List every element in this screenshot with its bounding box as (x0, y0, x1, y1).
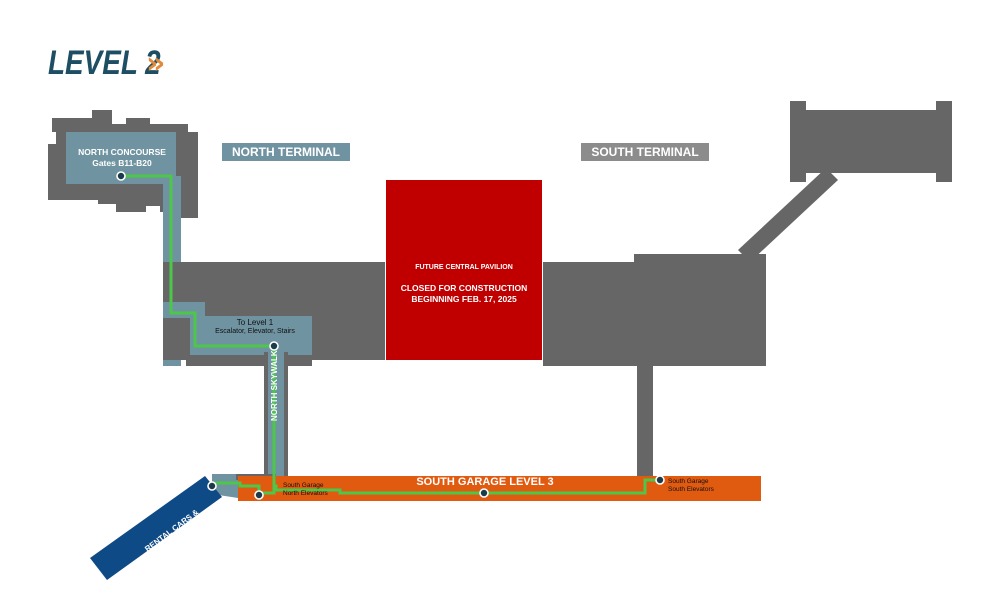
pavilion-status: CLOSED FOR CONSTRUCTION BEGINNING FEB. 1… (388, 283, 540, 305)
route-line (121, 174, 276, 495)
north-skywalk-label: NORTH SKYWALK (270, 350, 282, 421)
central-pavilion (386, 180, 542, 360)
north-skywalk-inner (268, 352, 284, 476)
route-stop-icon[interactable] (254, 490, 264, 500)
route-stop-icon[interactable] (269, 341, 279, 351)
north-terminal-tag: NORTH TERMINAL (222, 143, 350, 161)
south-garage-label: SOUTH GARAGE LEVEL 3 (416, 476, 554, 488)
south-terminal-tag: SOUTH TERMINAL (581, 143, 709, 161)
route-line-garage (274, 478, 660, 495)
route-stop-icon[interactable] (479, 488, 489, 498)
pavilion-name: FUTURE CENTRAL PAVILION (415, 264, 513, 271)
south-garage-south-elevators: South Garage South Elevators (668, 478, 714, 494)
north-concourse-gates: Gates B11-B20 (92, 158, 152, 168)
sgs-line2: South Elevators (668, 486, 714, 493)
double-chevron-icon: » (146, 46, 166, 81)
sgn-line1: South Garage (283, 482, 324, 489)
north-corridor-blue-lower (163, 302, 193, 318)
south-terminal-building (543, 254, 766, 366)
south-garage-connector (637, 366, 653, 476)
north-terminal-blue (190, 302, 312, 355)
south-concourse-building (790, 101, 952, 182)
sgs-line1: South Garage (668, 478, 709, 485)
sgn-line2: North Elevators (283, 490, 328, 497)
to-level-1-label: To Level 1 (236, 318, 274, 327)
north-concourse-label: NORTH CONCOURSE (78, 147, 166, 157)
pavilion-status-line2: BEGINNING FEB. 17, 2025 (411, 294, 517, 304)
south-connector (738, 168, 838, 262)
route-stop-icon[interactable] (655, 475, 665, 485)
route-stop-icon[interactable] (116, 171, 126, 181)
route-stop-icon[interactable] (207, 481, 217, 491)
pavilion-status-line1: CLOSED FOR CONSTRUCTION (400, 283, 528, 293)
to-level-1-sub: Escalator, Elevator, Stairs (215, 328, 295, 335)
south-garage-north-elevators: South Garage North Elevators (283, 482, 328, 498)
rental-bar (90, 476, 222, 580)
level-title: LEVEL 2 (48, 44, 161, 82)
